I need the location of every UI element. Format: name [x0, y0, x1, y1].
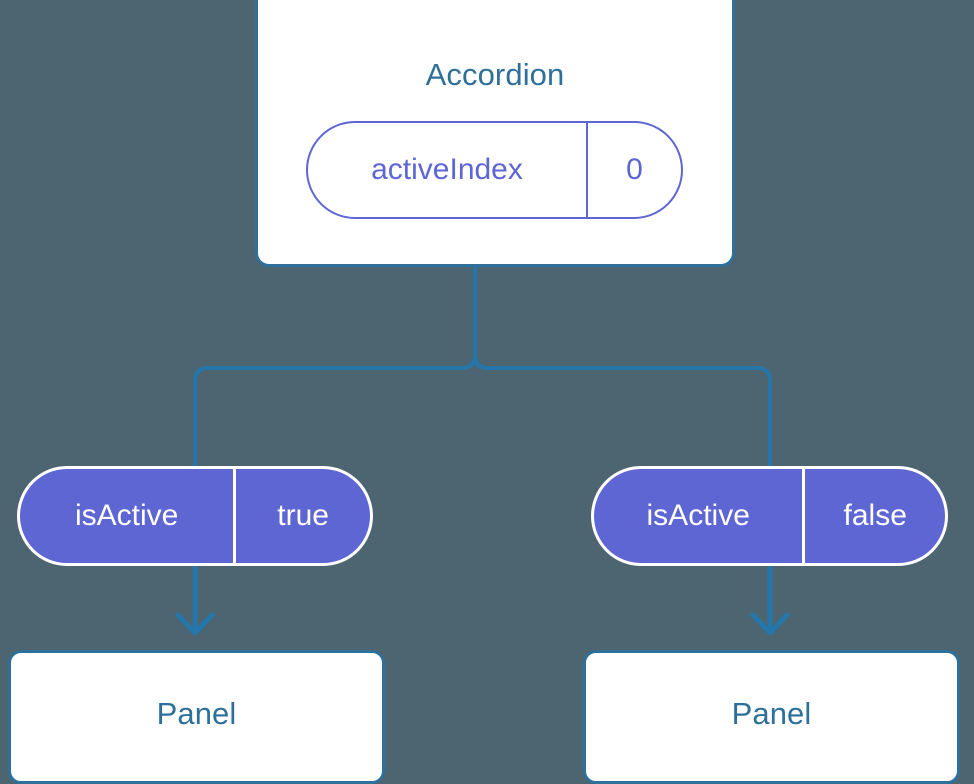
node-panel-right-title: Panel: [731, 696, 812, 731]
prop-pill-is-active-false-value: false: [802, 469, 945, 563]
prop-pill-is-active-true-key: isActive: [74, 499, 179, 532]
node-panel-left-title: Panel: [156, 696, 237, 731]
state-pill-active-index-key: activeIndex: [371, 153, 523, 186]
node-panel-right[interactable]: Panel: [583, 650, 960, 784]
arrow-right-head: [750, 612, 790, 636]
node-accordion-title: Accordion: [425, 57, 565, 92]
edge-root-to-child-right: [473, 264, 772, 468]
arrow-left-head: [175, 612, 215, 636]
prop-pill-is-active-false-key: isActive: [646, 499, 750, 532]
state-pill-active-index[interactable]: activeIndex 0: [306, 121, 683, 219]
edge-root-to-children: [193, 264, 477, 468]
prop-pill-is-active-true-value: true: [233, 469, 370, 563]
state-pill-active-index-value: 0: [586, 123, 681, 217]
prop-pill-is-active-true[interactable]: isActive true: [17, 466, 373, 566]
prop-pill-is-active-false[interactable]: isActive false: [591, 466, 948, 566]
node-panel-left[interactable]: Panel: [8, 650, 385, 784]
